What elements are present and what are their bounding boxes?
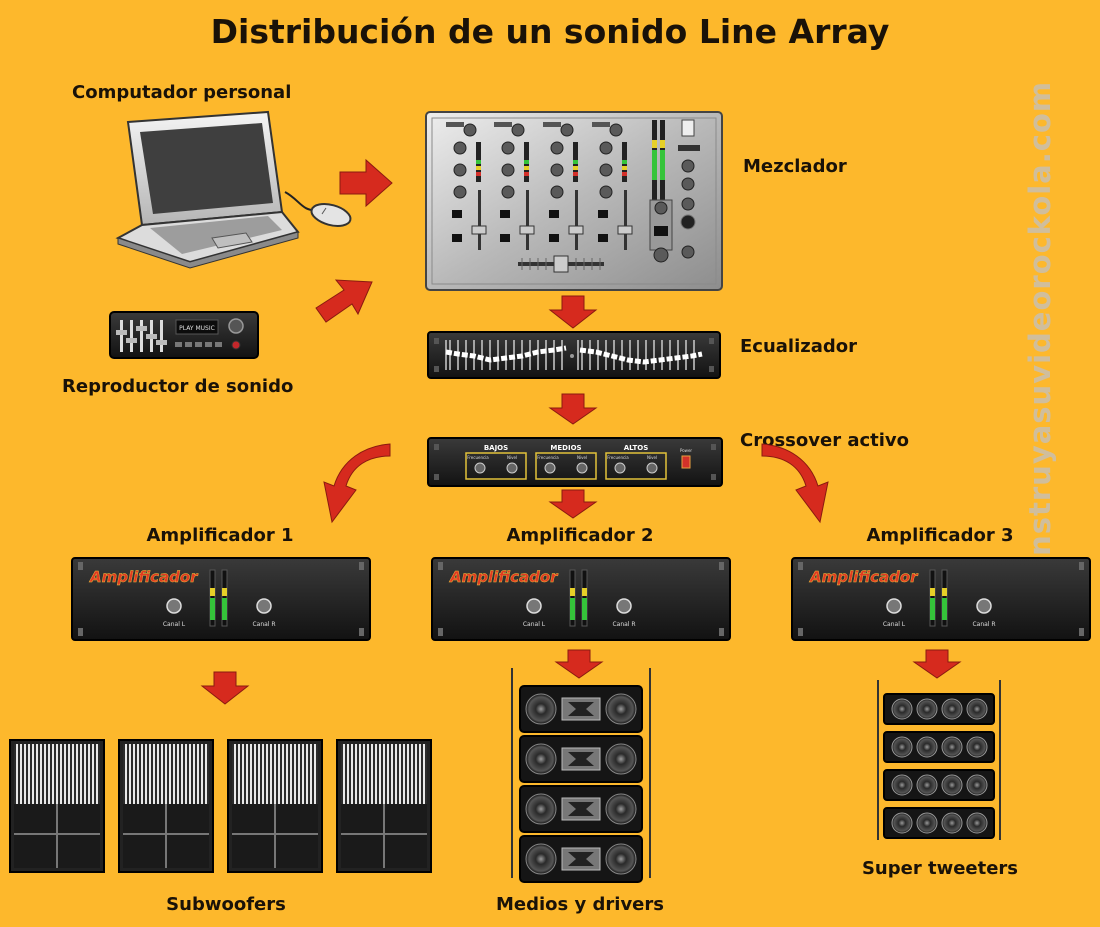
arrow-down-icon: [912, 649, 962, 679]
amplifier-3: Amplificador Canal L Canal R: [791, 557, 1091, 641]
crossover-icon: BAJOS Frecuencia Nivel MEDIOS Frecuencia…: [427, 437, 723, 487]
freq-label: Frecuencia: [607, 455, 629, 460]
equalizer-icon: [427, 331, 721, 379]
player-label: Reproductor de sonido: [62, 376, 294, 397]
arrow-up-right-icon: [315, 279, 373, 323]
arrow-down-icon: [554, 649, 604, 679]
level-label: Nivel: [507, 455, 517, 460]
arrow-curved-right-icon: [761, 443, 829, 524]
arrow-down-icon: [548, 295, 598, 329]
subwoofer-icon: [9, 739, 105, 873]
band-label: BAJOS: [484, 444, 508, 452]
crossover-label: Crossover activo: [740, 430, 910, 451]
crossover-band-bajos: BAJOS Frecuencia Nivel: [465, 444, 527, 480]
band-label: MEDIOS: [550, 444, 581, 452]
channel-right-label: Canal R: [972, 621, 995, 628]
freq-label: Frecuencia: [537, 455, 559, 460]
subwoofer-icon: [118, 739, 214, 873]
power-label: Power: [680, 448, 692, 453]
amp-brand: Amplificador: [449, 568, 559, 586]
amp2-label: Amplificador 2: [506, 525, 654, 546]
arrow-down-icon: [548, 393, 598, 425]
amplifier-2: Amplificador Canal L Canal R: [431, 557, 731, 641]
amp-brand: Amplificador: [809, 568, 919, 586]
subwoofers-label: Subwoofers: [166, 894, 286, 915]
level-label: Nivel: [647, 455, 657, 460]
arrow-right-icon: [339, 158, 393, 208]
mixer-icon: [425, 111, 723, 291]
amp1-label: Amplificador 1: [146, 525, 294, 546]
arrow-down-icon: [200, 671, 250, 705]
channel-right-label: Canal R: [252, 621, 275, 628]
tweeter-array-icon: [877, 680, 1001, 840]
player-display-text: PLAY MUSIC: [179, 325, 215, 332]
crossover-band-medios: MEDIOS Frecuencia Nivel: [535, 444, 597, 480]
amplifier-1: Amplificador Canal L Canal R: [71, 557, 371, 641]
laptop-icon: [115, 110, 352, 269]
amp3-label: Amplificador 3: [866, 525, 1014, 546]
channel-left-label: Canal L: [883, 621, 906, 628]
mixer-label: Mezclador: [743, 156, 847, 177]
channel-right-label: Canal R: [612, 621, 635, 628]
channel-left-label: Canal L: [163, 621, 186, 628]
amp-brand: Amplificador: [89, 568, 199, 586]
tweeters-label: Super tweeters: [861, 858, 1019, 879]
arrow-down-icon: [548, 489, 598, 519]
mid-driver-array-icon: [511, 668, 651, 883]
level-label: Nivel: [577, 455, 587, 460]
computer-label: Computador personal: [72, 82, 292, 103]
subwoofer-icon: [336, 739, 432, 873]
crossover-band-altos: ALTOS Frecuencia Nivel: [605, 444, 667, 480]
diagram-title: Distribución de un sonido Line Array: [210, 12, 890, 51]
freq-label: Frecuencia: [467, 455, 489, 460]
music-player-icon: PLAY MUSIC: [109, 311, 259, 359]
arrow-curved-left-icon: [323, 443, 391, 524]
band-label: ALTOS: [624, 444, 649, 452]
mids-label: Medios y drivers: [496, 894, 664, 915]
subwoofer-icon: [227, 739, 323, 873]
channel-left-label: Canal L: [523, 621, 546, 628]
equalizer-label: Ecualizador: [740, 336, 858, 357]
